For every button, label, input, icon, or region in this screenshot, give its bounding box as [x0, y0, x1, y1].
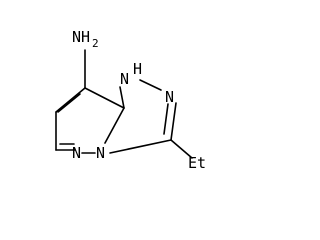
bond-c7a-c7 [84, 87, 125, 109]
ethyl-label: Et [188, 154, 206, 172]
pyrazole-nitrogen-label: N [72, 144, 81, 162]
ring-nh-nitrogen-label: N [120, 70, 129, 88]
chemical-structure: NH 2 H N N N N Et [55, 28, 206, 172]
bond-c3-ethyl [170, 139, 193, 159]
bond-nbridge-c7a [104, 107, 125, 144]
bond-nh-ntriazole [139, 79, 162, 91]
triazole-nitrogen-label: N [165, 88, 174, 106]
ring-nh-hydrogen-label: H [133, 60, 142, 78]
amine-subscript: 2 [92, 37, 99, 50]
amine-label: NH [72, 28, 90, 46]
bond-c7-c6-double [57, 93, 81, 113]
bond-ntriazole-c3 [170, 102, 177, 141]
bond-c3-nbridge [109, 139, 172, 154]
bond-ntriazole-c3-double [163, 103, 169, 135]
bond-c7a-nh [119, 86, 125, 109]
bridge-nitrogen-label: N [96, 144, 105, 162]
bond-layer [55, 49, 193, 159]
atom-label-layer: NH 2 H N N N N Et [72, 28, 206, 172]
bond-c7-c6 [55, 87, 86, 113]
